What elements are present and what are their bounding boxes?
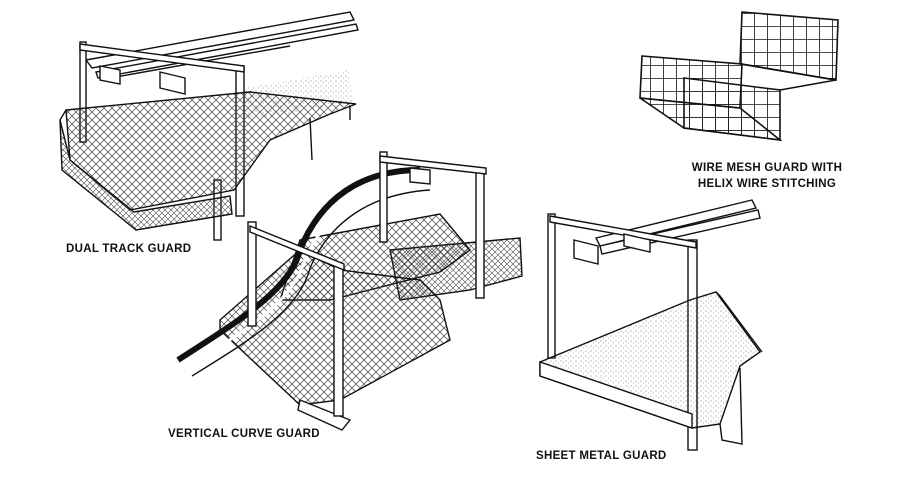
wire-mesh-guard-label-line1: WIRE MESH GUARD WITH	[691, 162, 843, 174]
vertical-curve-guard-label: VERTICAL CURVE GUARD	[168, 428, 320, 440]
vertical-curve-guard-drawing	[176, 151, 523, 431]
wire-mesh-guard-drawing	[639, 11, 839, 142]
wire-mesh-guard-label-line2: HELIX WIRE STITCHING	[697, 178, 837, 190]
sheet-metal-guard-drawing	[539, 199, 763, 451]
dual-track-guard-label: DUAL TRACK GUARD	[66, 243, 192, 255]
sheet-metal-guard-label: SHEET METAL GUARD	[536, 450, 667, 462]
dual-track-guard-drawing	[59, 11, 359, 241]
